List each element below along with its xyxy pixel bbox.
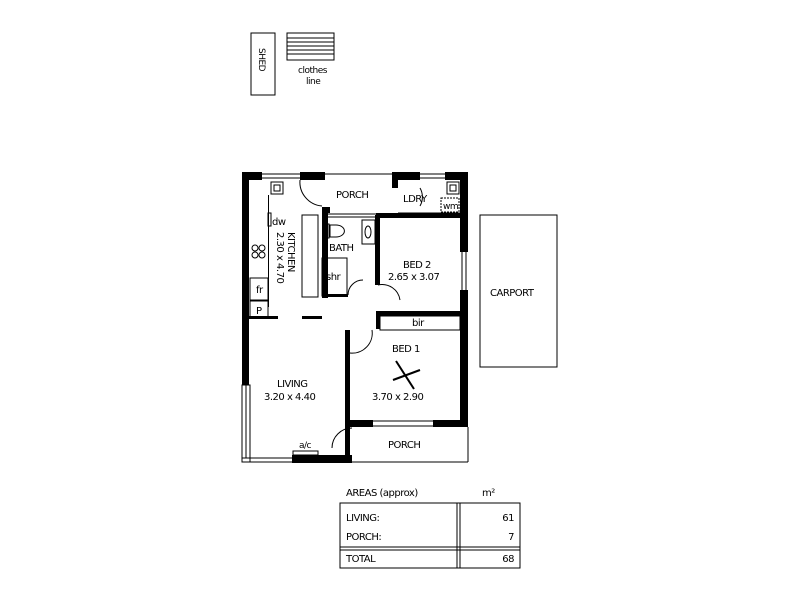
areas-title: AREAS (approx) — [346, 488, 418, 499]
shed: SHED — [250, 32, 276, 96]
carport-outline — [479, 214, 558, 368]
areas-unit: m² — [482, 488, 495, 499]
carport-label: CARPORT — [490, 288, 535, 299]
laundry-label: LDRY — [403, 194, 428, 205]
area-total-value: 68 — [502, 554, 514, 565]
bed1-size: 3.70 x 2.90 — [372, 392, 423, 403]
area-row-value: 61 — [502, 513, 514, 524]
bath-label: BATH — [329, 243, 354, 254]
fridge-label: fr — [256, 285, 264, 296]
clothes-line: clothes line — [286, 32, 335, 87]
area-row-label: LIVING: — [346, 513, 380, 524]
living-name: LIVING — [277, 379, 308, 390]
shed-label: SHED — [256, 48, 266, 72]
clothes-line-label-1: clothes — [298, 66, 328, 76]
areas-table: AREAS (approx) m² LIVING: 61 PORCH: 7 TO… — [339, 488, 521, 569]
bed2-size: 2.65 x 3.07 — [388, 272, 439, 283]
air-con-label: a/c — [299, 441, 312, 451]
pantry-label: P — [256, 306, 262, 317]
porch-rear-label: PORCH — [388, 440, 420, 451]
dishwasher-label: dw — [272, 217, 286, 228]
porch-front-label: PORCH — [336, 190, 368, 201]
bed2-name: BED 2 — [403, 260, 431, 271]
shower-label: shr — [326, 272, 342, 283]
area-row-label: PORCH: — [346, 532, 381, 543]
area-row-value: 7 — [508, 532, 514, 543]
washing-machine-label: wm — [443, 202, 458, 212]
kitchen-size: 2.30 x 4.70 — [274, 232, 285, 283]
kitchen-name: KITCHEN — [285, 232, 296, 272]
bed1-name: BED 1 — [392, 344, 420, 355]
living-size: 3.20 x 4.40 — [264, 392, 315, 403]
built-in-robe-label: bir — [412, 318, 425, 329]
area-total-label: TOTAL — [345, 554, 376, 565]
walls — [241, 172, 469, 463]
clothes-line-label-2: line — [306, 77, 321, 87]
